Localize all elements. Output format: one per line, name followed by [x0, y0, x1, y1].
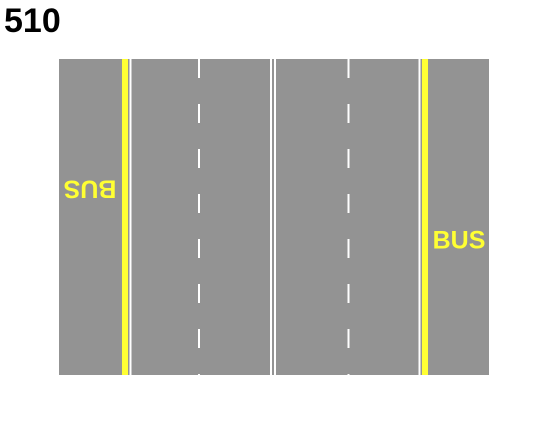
left-bus-lane-solid-yellow-line [122, 59, 128, 375]
lane-dash [347, 59, 350, 78]
left-bus-lane-marking: BUS [64, 174, 117, 202]
lane-dash [347, 149, 350, 168]
lane-dash [198, 149, 200, 168]
right-bus-lane-solid-yellow-line [422, 59, 428, 375]
lane-dash [198, 374, 200, 375]
center-white-line-left [270, 59, 272, 375]
right-dashed-lane-line [347, 59, 350, 375]
lane-dash [198, 59, 200, 78]
left-bus-lane-white-edge-line [129, 59, 132, 375]
lane-dash [198, 194, 200, 213]
right-bus-lane-white-edge-line [418, 59, 421, 375]
lane-dash [198, 284, 200, 303]
lane-dash [347, 104, 350, 123]
lane-dash [198, 329, 200, 348]
lane-dash [347, 329, 350, 348]
center-white-line-right [274, 59, 276, 375]
right-bus-lane-marking: BUS [433, 227, 486, 255]
lane-dash [198, 239, 200, 258]
lane-dash [347, 374, 350, 375]
figure-number: 510 [4, 2, 61, 40]
lane-dash [347, 284, 350, 303]
lane-dash [347, 239, 350, 258]
lane-dash [198, 104, 200, 123]
lane-dash [347, 194, 350, 213]
left-dashed-lane-line [198, 59, 200, 375]
